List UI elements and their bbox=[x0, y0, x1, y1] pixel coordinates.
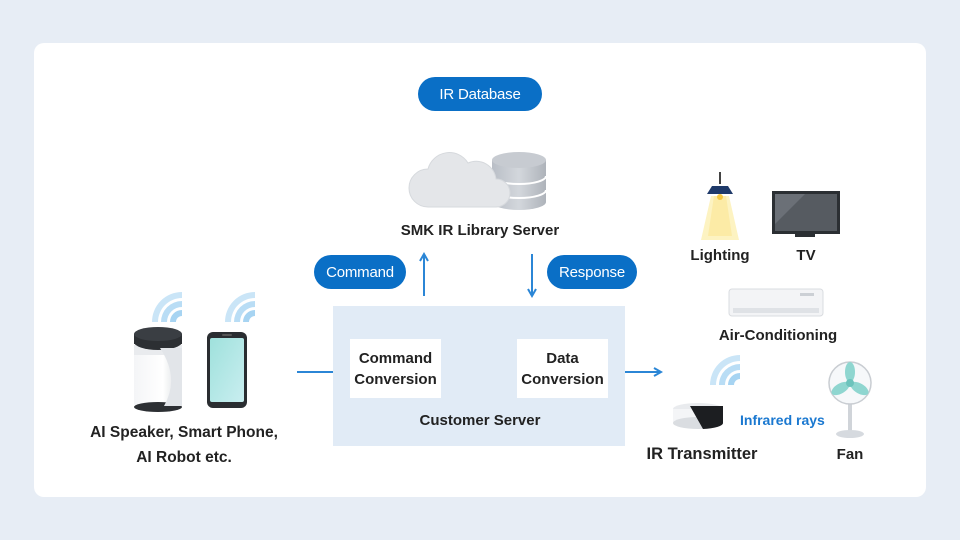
data-conversion-line2: Conversion bbox=[521, 370, 604, 388]
ir-transmitter-label: IR Transmitter bbox=[646, 445, 758, 463]
air-conditioner-icon bbox=[728, 288, 824, 317]
infrared-rays-label: Infrared rays bbox=[740, 412, 825, 428]
response-pill: Response bbox=[547, 255, 637, 289]
devices-label-line1: AI Speaker, Smart Phone, bbox=[90, 424, 278, 441]
lighting-icon bbox=[701, 172, 739, 240]
air-conditioning-label: Air-Conditioning bbox=[718, 327, 838, 344]
cloud-icon bbox=[408, 152, 511, 208]
ai-speaker-icon bbox=[134, 327, 182, 412]
ir-transmitter-icon bbox=[673, 403, 724, 429]
tv-icon bbox=[772, 191, 840, 237]
wireless-waves-icon bbox=[225, 292, 255, 322]
command-conversion-line2: Conversion bbox=[354, 370, 437, 388]
fan-icon bbox=[828, 361, 872, 438]
tv-label: TV bbox=[796, 247, 816, 264]
ir-database-pill: IR Database bbox=[418, 77, 542, 111]
devices-label: AI Speaker, Smart Phone, AI Robot etc. bbox=[74, 420, 294, 470]
data-conversion-line1: Data bbox=[546, 349, 579, 367]
smart-phone-icon bbox=[207, 332, 247, 408]
library-server-label: SMK IR Library Server bbox=[400, 222, 560, 239]
command-pill: Command bbox=[314, 255, 406, 289]
devices-label-line2: AI Robot etc. bbox=[136, 449, 232, 466]
data-conversion-box: Data Conversion bbox=[517, 339, 608, 398]
customer-server-label: Customer Server bbox=[419, 412, 541, 429]
infrared-waves-icon bbox=[710, 355, 740, 385]
wireless-waves-icon bbox=[152, 292, 182, 322]
fan-label: Fan bbox=[836, 446, 864, 463]
command-conversion-box: Command Conversion bbox=[350, 339, 441, 398]
lighting-label: Lighting bbox=[690, 247, 750, 264]
command-conversion-line1: Command bbox=[358, 349, 433, 367]
